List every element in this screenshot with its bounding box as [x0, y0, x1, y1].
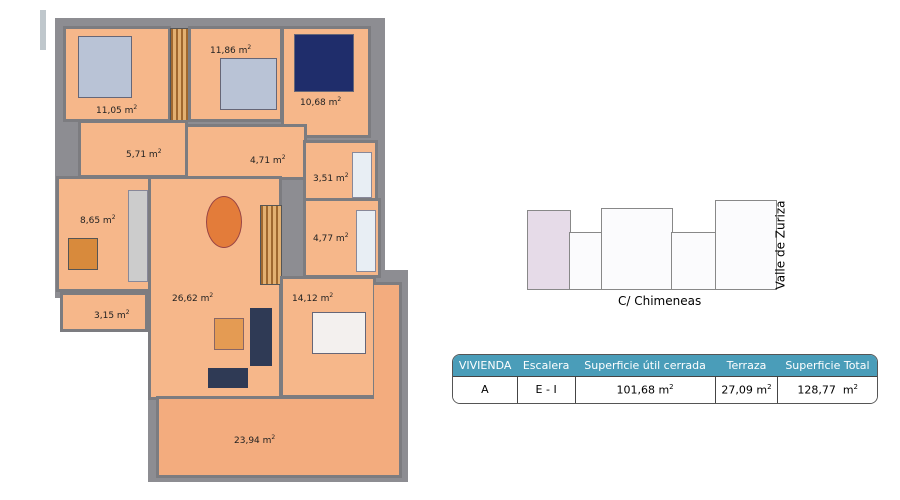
header-terraza: Terraza — [715, 355, 778, 377]
room-label-bedroom-3: 10,68 m2 — [300, 96, 342, 108]
cell-vivienda: A — [453, 375, 518, 403]
terrace-side — [374, 282, 402, 400]
cell-terraza: 27,09 m2 — [714, 375, 778, 403]
hall-2 — [185, 124, 307, 180]
bed-icon — [312, 312, 366, 354]
building-block — [671, 232, 719, 290]
cell-escalera: E - I — [516, 375, 575, 403]
table-header-row: VIVIENDA Escalera Superficie útil cerrad… — [453, 355, 877, 377]
bed-icon — [220, 58, 277, 110]
shelving — [260, 205, 282, 285]
bathtub-icon — [352, 152, 372, 198]
kitchen-counter — [128, 190, 148, 282]
cell-superficie-util: 101,68 m2 — [574, 375, 716, 403]
room-label-bedroom-2: 11,86 m2 — [210, 44, 252, 56]
room-label-laundry: 3,15 m2 — [94, 309, 130, 321]
room-label-kitchen: 8,65 m2 — [80, 214, 116, 226]
cell-superficie-total: 128,77 m2 — [777, 375, 877, 403]
sofa-icon — [250, 308, 272, 366]
header-superficie-total: Superficie Total — [777, 355, 877, 377]
room-label-bedroom-4: 14,12 m2 — [292, 292, 334, 304]
summary-table: VIVIENDA Escalera Superficie útil cerrad… — [452, 354, 878, 404]
header-vivienda: VIVIENDA — [453, 355, 518, 377]
bathtub-icon — [356, 210, 376, 272]
header-escalera: Escalera — [517, 355, 575, 377]
terrace — [156, 396, 402, 478]
street-label-bottom: C/ Chimeneas — [618, 294, 702, 308]
building-block — [601, 208, 673, 290]
room-label-bedroom-1: 11,05 m2 — [96, 104, 138, 116]
table-row: A E - I 101,68 m2 27,09 m2 128,77 m2 — [453, 375, 877, 403]
room-label-hall-1: 5,71 m2 — [126, 148, 162, 160]
balcony-rail — [40, 10, 46, 50]
building-block — [527, 210, 571, 290]
room-label-terrace: 23,94 m2 — [234, 434, 276, 446]
coffee-table-icon — [214, 318, 244, 350]
dining-table-icon — [68, 238, 98, 270]
building-block — [569, 232, 603, 290]
bed-icon — [78, 36, 132, 98]
dining-table-icon — [206, 196, 242, 248]
sofa-icon — [208, 368, 248, 388]
room-label-bathroom-1: 3,51 m2 — [313, 172, 349, 184]
header-superficie-util: Superficie útil cerrada — [575, 355, 716, 377]
room-label-hall-2: 4,71 m2 — [250, 154, 286, 166]
street-label-right: Valle de Zuriza — [773, 200, 788, 290]
building-block — [715, 200, 777, 290]
room-label-bathroom-2: 4,77 m2 — [313, 232, 349, 244]
laundry — [60, 292, 148, 332]
bed-icon — [294, 34, 354, 92]
room-label-living-room: 26,62 m2 — [172, 292, 214, 304]
